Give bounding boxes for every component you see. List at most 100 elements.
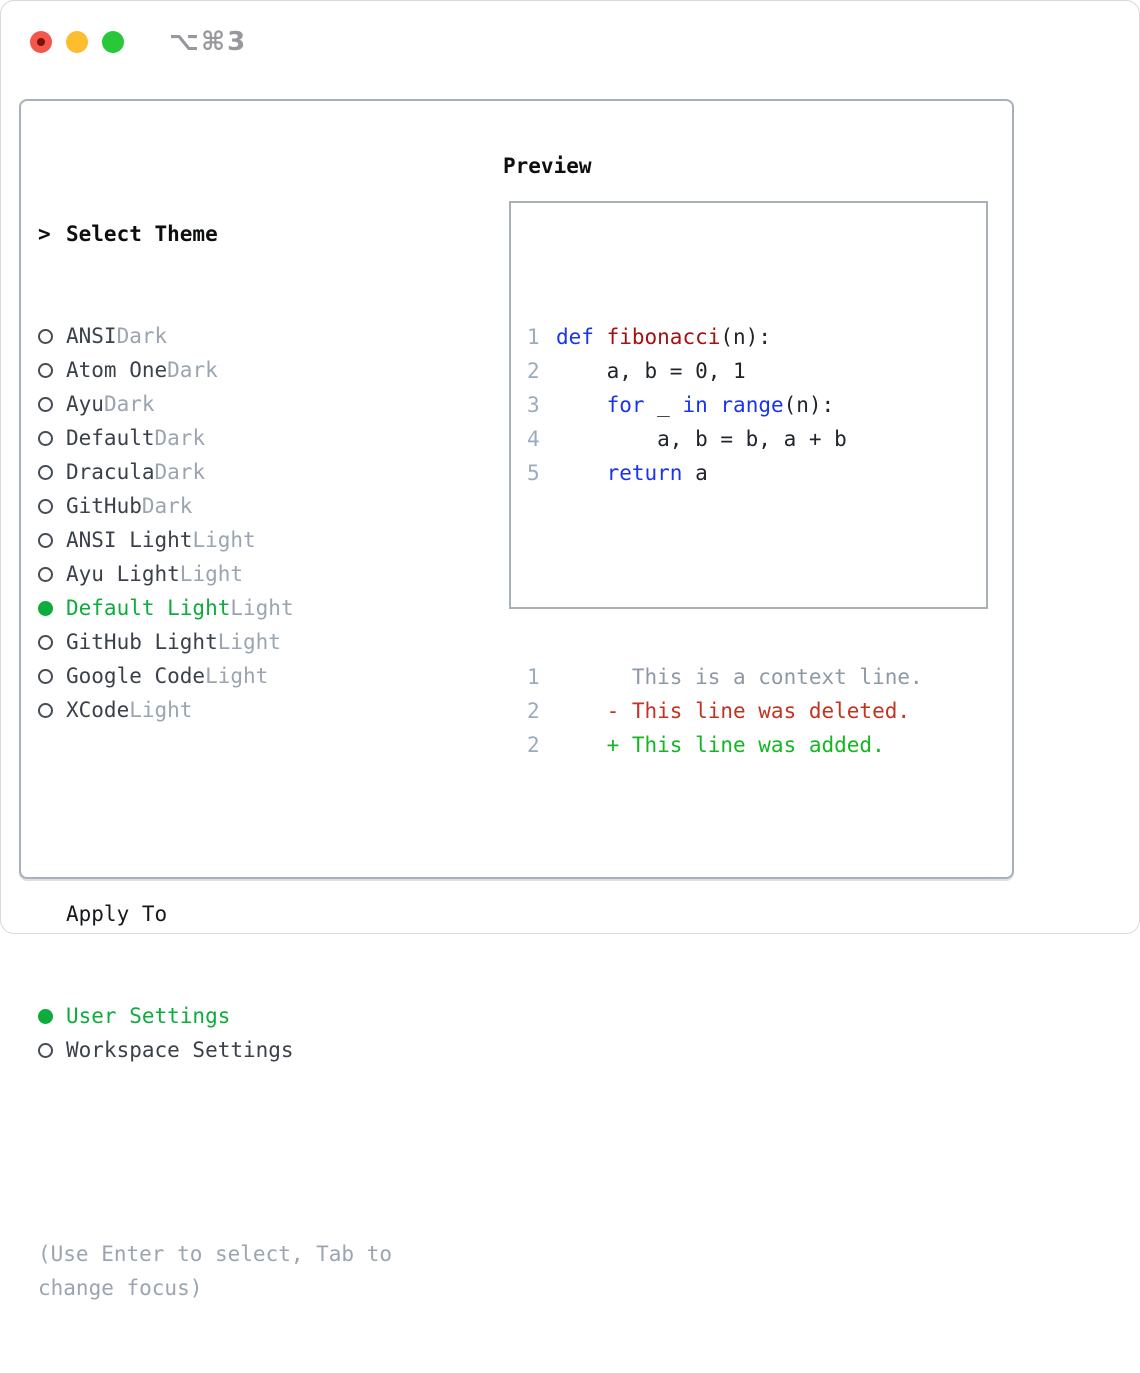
diff-text: + This line was added. [556,733,885,757]
diff-lines: 1 This is a context line.2 - This line w… [527,660,982,762]
code-line: 5 return a [527,456,982,490]
theme-option-label: Ayu Light [66,562,180,586]
window-title: ⌥⌘3 [169,27,248,57]
theme-variant-badge: Dark [116,324,168,348]
radio-icon [38,1042,53,1058]
theme-option[interactable]: GitHub Dark [38,489,438,523]
code-token [708,388,721,422]
radio-cell [38,464,66,480]
close-inner-dot [37,38,45,46]
code-token: return [606,461,683,485]
radio-cell [38,1042,66,1058]
diff-line: 2 + This line was added. [527,728,982,762]
preview-heading: Preview [503,154,592,178]
theme-option[interactable]: XCode Light [38,693,438,727]
spacer [527,558,982,592]
radio-cell [38,396,66,412]
code-token: def [556,325,594,349]
theme-option[interactable]: Atom One Dark [38,353,438,387]
theme-option[interactable]: Default Dark [38,421,438,455]
traffic-lights [30,31,124,53]
theme-option[interactable]: Default Light Light [38,591,438,625]
code-token [594,320,607,354]
theme-option[interactable]: Ayu Light Light [38,557,438,591]
theme-variant-badge: Dark [154,460,206,484]
code-token: in [682,393,708,417]
theme-variant-badge: Light [179,562,244,586]
radio-cell [38,600,66,616]
theme-option[interactable]: ANSI Light Light [38,523,438,557]
theme-option[interactable]: Ayu Dark [38,387,438,421]
spacer [38,1135,438,1169]
theme-option-label: GitHub Light [66,630,218,654]
code-token: _ [644,393,683,417]
line-number: 1 [527,325,540,349]
selection-caret: > [38,222,51,246]
radio-cell [38,328,66,344]
theme-option-label: ANSI Light [66,528,193,552]
diff-text: This is a context line. [556,665,923,689]
theme-option-label: Default Light [66,596,231,620]
radio-cell [38,702,66,718]
theme-variant-badge: Dark [167,358,218,382]
apply-option[interactable]: Workspace Settings [38,1033,438,1067]
apply-option-label: Workspace Settings [66,1038,294,1062]
line-number: 5 [527,461,540,485]
radio-icon [38,634,53,650]
radio-icon [38,396,53,412]
theme-option-label: Default [66,426,155,450]
theme-list-heading: > Select Theme [38,217,438,251]
apply-option[interactable]: User Settings [38,999,438,1033]
theme-option[interactable]: Google Code Light [38,659,438,693]
traffic-light-minimize[interactable] [66,31,88,53]
traffic-light-close[interactable] [30,31,52,53]
radio-icon [38,328,53,344]
diff-text: - This line was deleted. [556,699,911,723]
theme-option-label: GitHub [66,494,142,518]
radio-icon [38,430,53,446]
code-line: 3 for _ in range(n): [527,388,982,422]
code-token: a, b = b, a + b [556,427,847,451]
theme-variant-badge: Light [205,664,269,688]
radio-cell [38,430,66,446]
radio-cell [38,634,66,650]
theme-option[interactable]: GitHub Light Light [38,625,438,659]
theme-variant-badge: Light [129,698,193,722]
spacer [38,795,438,829]
radio-icon [38,702,53,718]
traffic-light-zoom[interactable] [102,31,124,53]
line-number: 4 [527,427,540,451]
theme-heading-label: Select Theme [66,222,218,246]
radio-icon [38,532,53,548]
apply-to-heading-row: Apply To [38,897,438,931]
radio-icon [38,498,53,514]
theme-option-label: ANSI [66,324,117,348]
line-number: 2 [527,359,540,383]
radio-cell [38,566,66,582]
theme-variant-badge: Light [230,596,294,620]
titlebar: ⌥⌘3 [30,27,247,57]
radio-icon [38,668,53,684]
radio-selected-icon [38,600,53,616]
theme-option[interactable]: Dracula Dark [38,455,438,489]
theme-option-label: Dracula [66,460,155,484]
code-token: for [606,393,645,417]
theme-variant-badge: Dark [141,494,193,518]
radio-cell [38,1008,66,1024]
theme-variant-badge: Dark [103,392,155,416]
radio-cell [38,668,66,684]
theme-variant-badge: Light [192,528,256,552]
radio-cell [38,498,66,514]
code-line: 4 a, b = b, a + b [527,422,982,456]
code-token: a [682,461,708,485]
hint-text: (Use Enter to select, Tab to change focu… [38,1242,393,1300]
line-number: 2 [527,733,540,757]
theme-option[interactable]: ANSI Dark [38,319,438,353]
code-token: (n): [720,325,771,349]
